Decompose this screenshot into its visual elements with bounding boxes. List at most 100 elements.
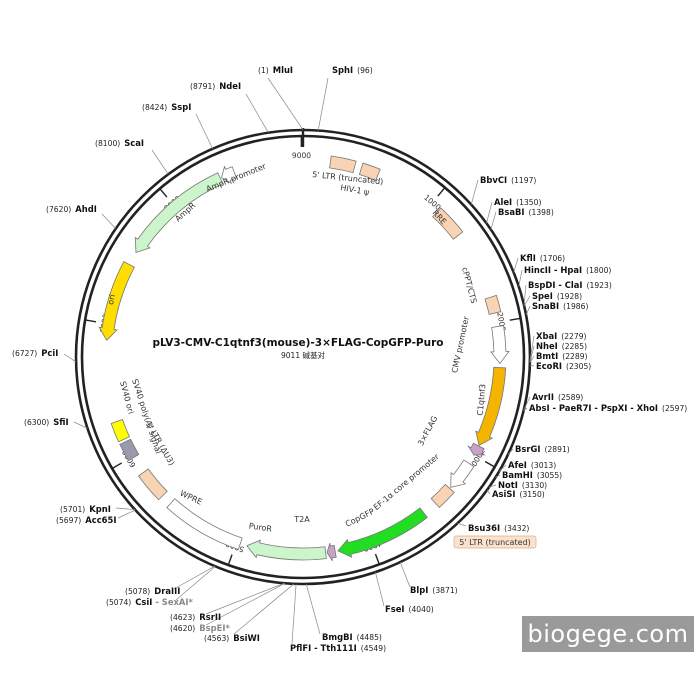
site-ecori: EcoRI(2305) [536, 361, 591, 371]
site-asisi: AsiSI(3150) [492, 489, 545, 499]
feature-ampr [134, 172, 224, 254]
leader-bsrgi [507, 448, 514, 455]
label-ori: ori [106, 293, 117, 305]
leader-ecori [529, 364, 535, 367]
site-noti: NotI(3130) [498, 480, 547, 490]
leader-dra3 [173, 565, 215, 590]
leader-xbai [529, 335, 535, 362]
site-sphi: SphI(96) [332, 65, 373, 75]
label-sv40pa: SV40 poly(A) signal [130, 378, 163, 455]
site-alei: AleI(1350) [494, 197, 541, 207]
tick-4000 [374, 553, 380, 565]
tick-5000 [227, 554, 233, 566]
tick-7000 [85, 319, 97, 323]
feature-copgfp [337, 507, 428, 558]
leader-csi [175, 566, 216, 601]
feature-t2a [326, 542, 337, 562]
tick-8000 [159, 188, 168, 198]
site-bsabi: BsaBI(1398) [498, 207, 554, 217]
leader-bmti [529, 355, 535, 363]
site-kpni: (5701)KpnI [60, 504, 111, 514]
leader-pflfi [291, 583, 297, 645]
feature-hiv-1 [358, 162, 381, 181]
site-afei: AfeI(3013) [508, 460, 556, 470]
feature-puror [246, 539, 327, 561]
leader-absi [523, 407, 528, 412]
site-sfii: (6300)SfiI [24, 417, 69, 427]
leader-sfi [73, 421, 88, 429]
label-t2a: T2A [293, 515, 310, 524]
feature-5-ltr-truncated [329, 155, 357, 174]
site-bsu36i: Bsu36I(3432) [468, 523, 529, 533]
site-leader-lines [63, 77, 535, 645]
label-wpre: WPRE [179, 489, 204, 507]
leader-bspei [205, 582, 286, 626]
label-ef1a: EF-1α core promoter [372, 452, 441, 512]
site-draiii: (5078)DraIII [125, 586, 180, 596]
feature-3-ltr-u3 [137, 468, 168, 501]
leader-snabi [525, 305, 531, 316]
site-bsiwi: (4563)BsiWI [204, 633, 260, 643]
label-copgfp: CopGFP [344, 507, 376, 529]
label-hiv-psi: HIV-1 ψ [340, 183, 370, 197]
site-mlui: (1)MluI [258, 65, 293, 75]
leader-afe [498, 464, 507, 473]
leader-blp [399, 562, 411, 588]
label-c1qtnf3: C1qtnf3 [476, 384, 488, 417]
feature-rre [432, 207, 464, 240]
feature-ef-1-core-promoter [450, 459, 475, 488]
leader-bbvci [470, 179, 479, 205]
label-puror: PuroR [248, 521, 273, 533]
leader-bsabi [490, 211, 497, 230]
feature-box-8 [430, 483, 455, 509]
feature-3-flag [467, 442, 486, 456]
leader-kfli [513, 257, 519, 273]
watermark: biogege.com [522, 616, 694, 652]
site-bbvci: BbvCI(1197) [480, 175, 536, 185]
site-pflfi: PflFI - Tth111I(4549) [290, 643, 386, 653]
plasmid-title: pLV3-CMV-C1qtnf3(mouse)-3×FLAG-CopGFP-Pu… [152, 337, 443, 349]
leader-bsiwi [233, 583, 295, 635]
leader-fse [375, 572, 385, 607]
site-snabi: SnaBI(1986) [532, 301, 588, 311]
site-blpi: BlpI(3871) [410, 585, 458, 595]
feature-cppt-cts [484, 294, 502, 315]
feature-shapes [98, 155, 510, 562]
tick-2000 [509, 317, 521, 321]
leader-hinc2 [518, 269, 523, 287]
site-bspdi: BspDI - ClaI(1923) [528, 280, 612, 290]
leader-ssp [195, 113, 213, 149]
leader-sph [317, 77, 329, 131]
leader-asisi [486, 489, 491, 495]
leader-sca [151, 149, 169, 175]
label-3xflag: 3×FLAG [416, 414, 439, 447]
leader-nhei [529, 345, 535, 363]
feature-wpre [166, 498, 243, 550]
site-xbai: XbaI(2279) [536, 331, 587, 341]
site-nhei: NheI(2285) [536, 341, 587, 351]
site-spei: SpeI(1928) [532, 291, 582, 301]
leader-rsr2 [205, 582, 285, 615]
leader-bspdi [523, 284, 527, 306]
label-cppt: cPPT/CTS [460, 266, 478, 304]
leader-bmgbi [305, 583, 321, 635]
site-hincii: HincII - HpaI(1800) [524, 265, 611, 275]
feature-ori [98, 261, 135, 341]
site-rsrii: (4623)RsrII [170, 612, 221, 622]
tick-6000 [111, 462, 123, 470]
leader-bsu36 [457, 522, 467, 527]
feature-sv40-ori [110, 419, 131, 443]
site-sspi: (8424)SspI [142, 102, 191, 112]
site-bamhi: BamHI(3055) [502, 470, 562, 480]
leader-alei [486, 201, 493, 224]
leader-mlu [267, 77, 304, 131]
site-bmti: BmtI(2289) [536, 351, 588, 361]
feature-cmv-promoter [490, 325, 510, 365]
site-pcii: (6727)PciI [12, 348, 58, 358]
feature-c1qtnf3 [475, 366, 507, 446]
site-scai: (8100)ScaI [95, 138, 144, 148]
site-kfli: KflI(1706) [520, 253, 565, 263]
site-avrii: AvrII(2589) [532, 392, 583, 402]
